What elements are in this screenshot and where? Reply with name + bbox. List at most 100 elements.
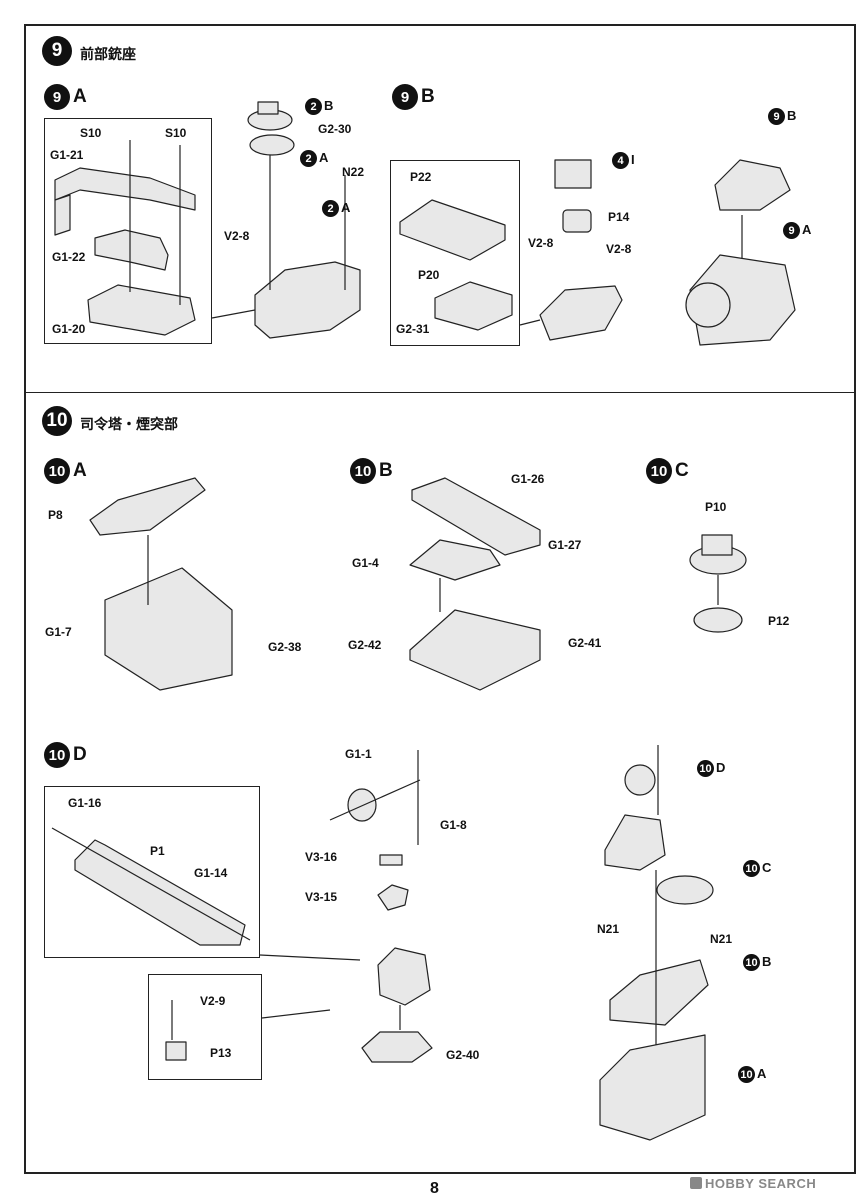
ref-2a-letter-2: A — [341, 200, 351, 215]
part-g1-21 — [54, 167, 196, 236]
ref-9a-letter: A — [802, 222, 812, 237]
ref-4i-badge: 4 — [612, 152, 629, 169]
label-p22: P22 — [410, 170, 432, 184]
ref-10d-letter: D — [716, 760, 726, 775]
label-g1-1: G1-1 — [345, 747, 372, 761]
part-g1-1-radar — [347, 788, 377, 822]
part-p10 — [689, 534, 747, 575]
ref-10b-letter: B — [762, 954, 772, 969]
label-p10: P10 — [705, 500, 727, 514]
label-p12: P12 — [768, 614, 790, 628]
label-g1-4: G1-4 — [352, 556, 379, 570]
step-9-badge: 9 — [42, 36, 72, 66]
inset-box-10d — [44, 786, 260, 958]
ref-10b-badge: 10 — [743, 954, 760, 971]
label-p20: P20 — [418, 268, 440, 282]
label-g2-38: G2-38 — [268, 640, 302, 654]
part-final-10c — [656, 875, 714, 905]
label-g1-14: G1-14 — [194, 866, 228, 880]
label-g1-26: G1-26 — [511, 472, 545, 486]
part-g2-41-42 — [409, 609, 541, 691]
label-v3-16: V3-16 — [305, 850, 338, 864]
label-p8: P8 — [48, 508, 63, 522]
watermark-logo-icon — [690, 1177, 702, 1189]
inset-box-9b — [390, 160, 520, 346]
step-10d-letter: D — [73, 744, 87, 765]
part-bridge-tower-10d — [377, 947, 431, 1006]
label-g2-41: G2-41 — [568, 636, 602, 650]
watermark-text: HOBBY SEARCH — [705, 1176, 817, 1191]
ref-2b-letter: B — [324, 98, 334, 113]
label-v2-8-9a: V2-8 — [224, 229, 250, 243]
label-g2-30: G2-30 — [318, 122, 352, 136]
label-g1-22: G1-22 — [52, 250, 86, 264]
label-v2-8-9b-left: V2-8 — [528, 236, 554, 250]
ref-9a-badge: 9 — [783, 222, 800, 239]
part-g2-31 — [434, 281, 513, 331]
ref-4i-letter: I — [631, 152, 635, 167]
ref-9b-letter: B — [787, 108, 797, 123]
label-g1-8: G1-8 — [440, 818, 467, 832]
step-10a-letter: A — [73, 460, 87, 481]
part-g1-26-27 — [411, 477, 541, 556]
label-s10-right: S10 — [165, 126, 187, 140]
label-v2-8-9b-right: V2-8 — [606, 242, 632, 256]
ref-2b-badge: 2 — [305, 98, 322, 115]
part-p8 — [89, 477, 206, 536]
page-frame — [24, 24, 856, 1174]
step-9a-letter: A — [73, 86, 87, 107]
part-p12 — [693, 607, 743, 633]
part-turret-base-9a — [247, 101, 361, 339]
step-10-badge: 10 — [42, 406, 72, 436]
part-g1-4 — [409, 539, 501, 581]
ref-2a-letter-1: A — [319, 150, 329, 165]
label-g2-40: G2-40 — [446, 1048, 480, 1062]
ref-10a-letter: A — [757, 1066, 767, 1081]
ref-10c-letter: C — [762, 860, 772, 875]
ref-2a-badge-2: 2 — [322, 200, 339, 217]
label-g1-27: G1-27 — [548, 538, 582, 552]
label-g1-16: G1-16 — [68, 796, 102, 810]
label-g2-42: G2-42 — [348, 638, 382, 652]
label-n21-left: N21 — [597, 922, 620, 936]
ref-9b-badge: 9 — [768, 108, 785, 125]
label-n22: N22 — [342, 165, 365, 179]
label-p13: P13 — [210, 1046, 232, 1060]
label-v3-15: V3-15 — [305, 890, 338, 904]
step-9b-badge: 9 — [392, 84, 418, 110]
label-s10-left: S10 — [80, 126, 102, 140]
step-9-title: 前部銃座 — [80, 46, 136, 62]
part-v3-15 — [377, 884, 409, 911]
part-g1-7-g2-38 — [104, 567, 233, 691]
part-g1-16-14 — [74, 839, 246, 946]
step-10b-badge: 10 — [350, 458, 376, 484]
ref-10d-badge: 10 — [697, 760, 714, 777]
step-10c-letter: C — [675, 460, 689, 481]
step-9a-badge: 9 — [44, 84, 70, 110]
part-final-10b — [609, 959, 709, 1026]
label-g1-20: G1-20 — [52, 322, 86, 336]
label-g1-7: G1-7 — [45, 625, 72, 639]
label-n21-right: N21 — [710, 932, 733, 946]
part-g1-22 — [94, 229, 169, 271]
step-10d-badge: 10 — [44, 742, 70, 768]
label-v2-9: V2-9 — [200, 994, 226, 1008]
part-final-tower — [604, 814, 666, 871]
part-p13 — [165, 1041, 187, 1061]
inset-box-v29 — [148, 974, 262, 1080]
part-v3-16 — [379, 854, 403, 866]
part-g1-20 — [87, 284, 196, 336]
label-p14: P14 — [608, 210, 630, 224]
page-number: 8 — [430, 1180, 439, 1197]
section-divider — [24, 392, 856, 393]
step-10c-badge: 10 — [646, 458, 672, 484]
step-10b-letter: B — [379, 460, 393, 481]
part-assembly-9-right — [685, 159, 796, 346]
part-g2-40 — [361, 1031, 433, 1063]
ref-10c-badge: 10 — [743, 860, 760, 877]
label-g1-21: G1-21 — [50, 148, 84, 162]
part-p22 — [399, 199, 506, 261]
label-g2-31: G2-31 — [396, 322, 430, 336]
part-turret-base-9b — [539, 285, 623, 341]
